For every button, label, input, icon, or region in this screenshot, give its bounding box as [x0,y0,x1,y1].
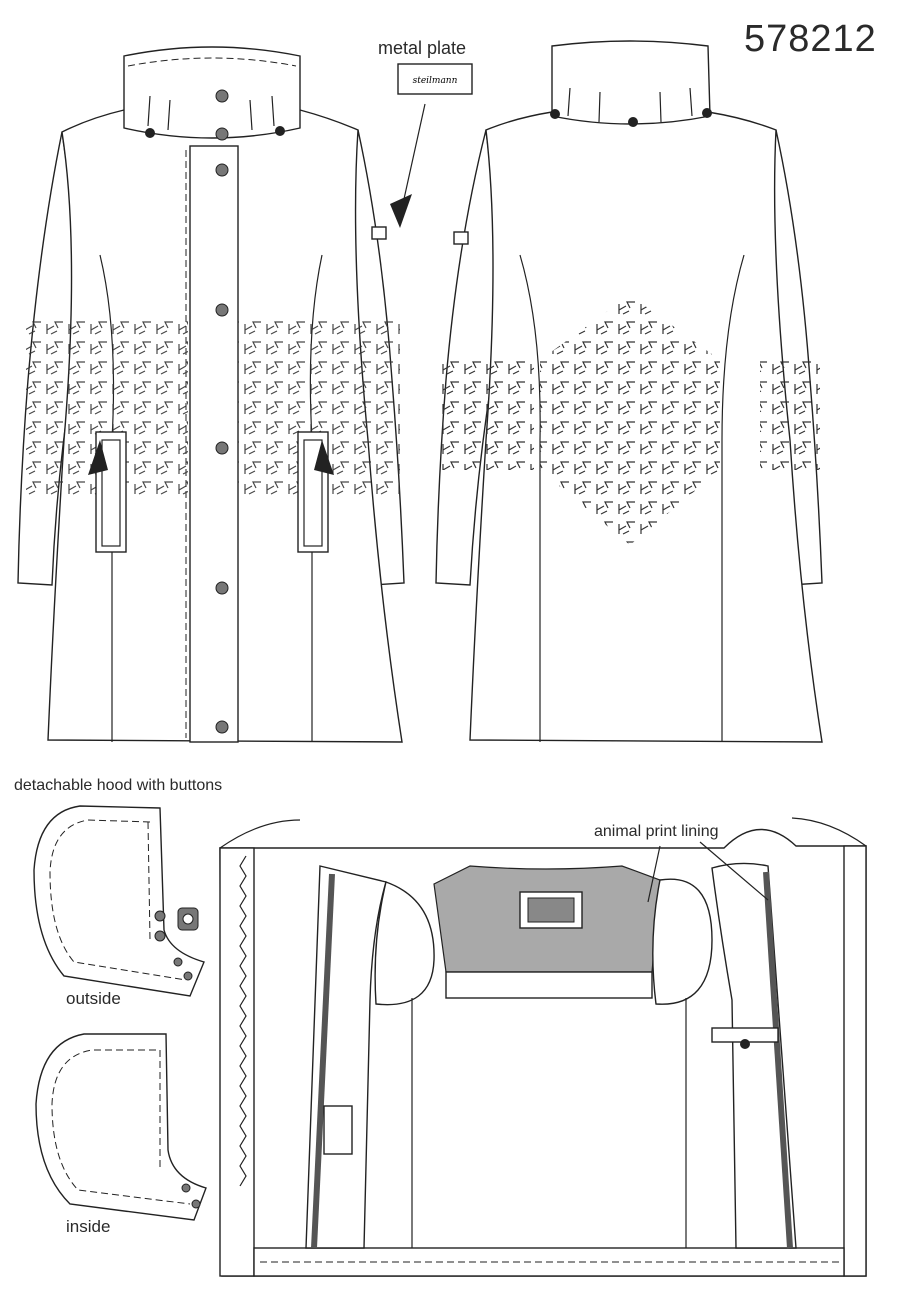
hood-outside-label: outside [66,989,121,1008]
coat-front-view: steilmann [17,46,473,743]
lining-label: animal print lining [594,823,719,840]
hood-outside [33,805,205,997]
back-collar [551,40,711,125]
coat-back-view [435,40,823,743]
front-placket [189,145,239,743]
metal-plate-label: metal plate [378,38,467,58]
article-number: 578212 [744,18,877,60]
front-buttons [145,89,285,734]
detachable-hood-title: detachable hood with buttons [14,777,223,794]
hood-inside-label: inside [66,1217,111,1236]
front-pockets [88,431,334,553]
sleeve-metal-plate [371,226,387,240]
coat-inside-view [219,817,867,1277]
metal-plate-pointer [390,194,412,228]
hood-inside [35,1033,207,1221]
metal-plate-illustration [397,63,473,95]
front-collar [123,46,301,139]
metal-plate-logo: steilmann [413,76,458,86]
